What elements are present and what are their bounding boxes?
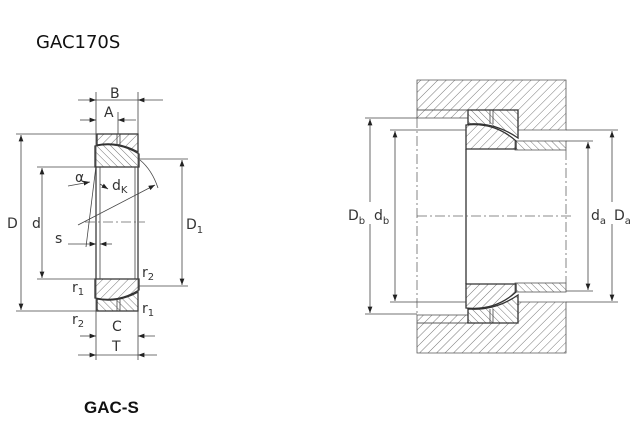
label-r1-right: r1	[142, 301, 154, 319]
label-Db: Db	[348, 208, 365, 227]
label-r2-left: r2	[72, 312, 84, 330]
label-alpha: α	[75, 170, 84, 186]
label-A: A	[104, 105, 114, 121]
label-da: da	[591, 208, 606, 227]
label-T: T	[111, 339, 121, 355]
label-B: B	[110, 86, 120, 102]
inner-ring-top	[94, 143, 140, 168]
label-r2-right: r2	[142, 265, 154, 283]
label-C: C	[112, 319, 122, 335]
label-d: d	[32, 216, 41, 232]
label-D: D	[7, 216, 18, 232]
bearing-section: B A D d D1 α dK s r2 r1 r1 r2 C T	[7, 86, 203, 360]
label-r1-left: r1	[72, 280, 84, 298]
label-dK: dK	[112, 178, 128, 196]
series-title: GAC-S	[84, 398, 139, 417]
label-db: db	[374, 208, 389, 227]
label-Da: Da	[614, 208, 631, 227]
mounting-section: Db db da Da	[346, 79, 636, 354]
label-D1: D1	[186, 217, 203, 236]
label-s: s	[55, 231, 62, 247]
product-title: GAC170S	[36, 32, 121, 53]
